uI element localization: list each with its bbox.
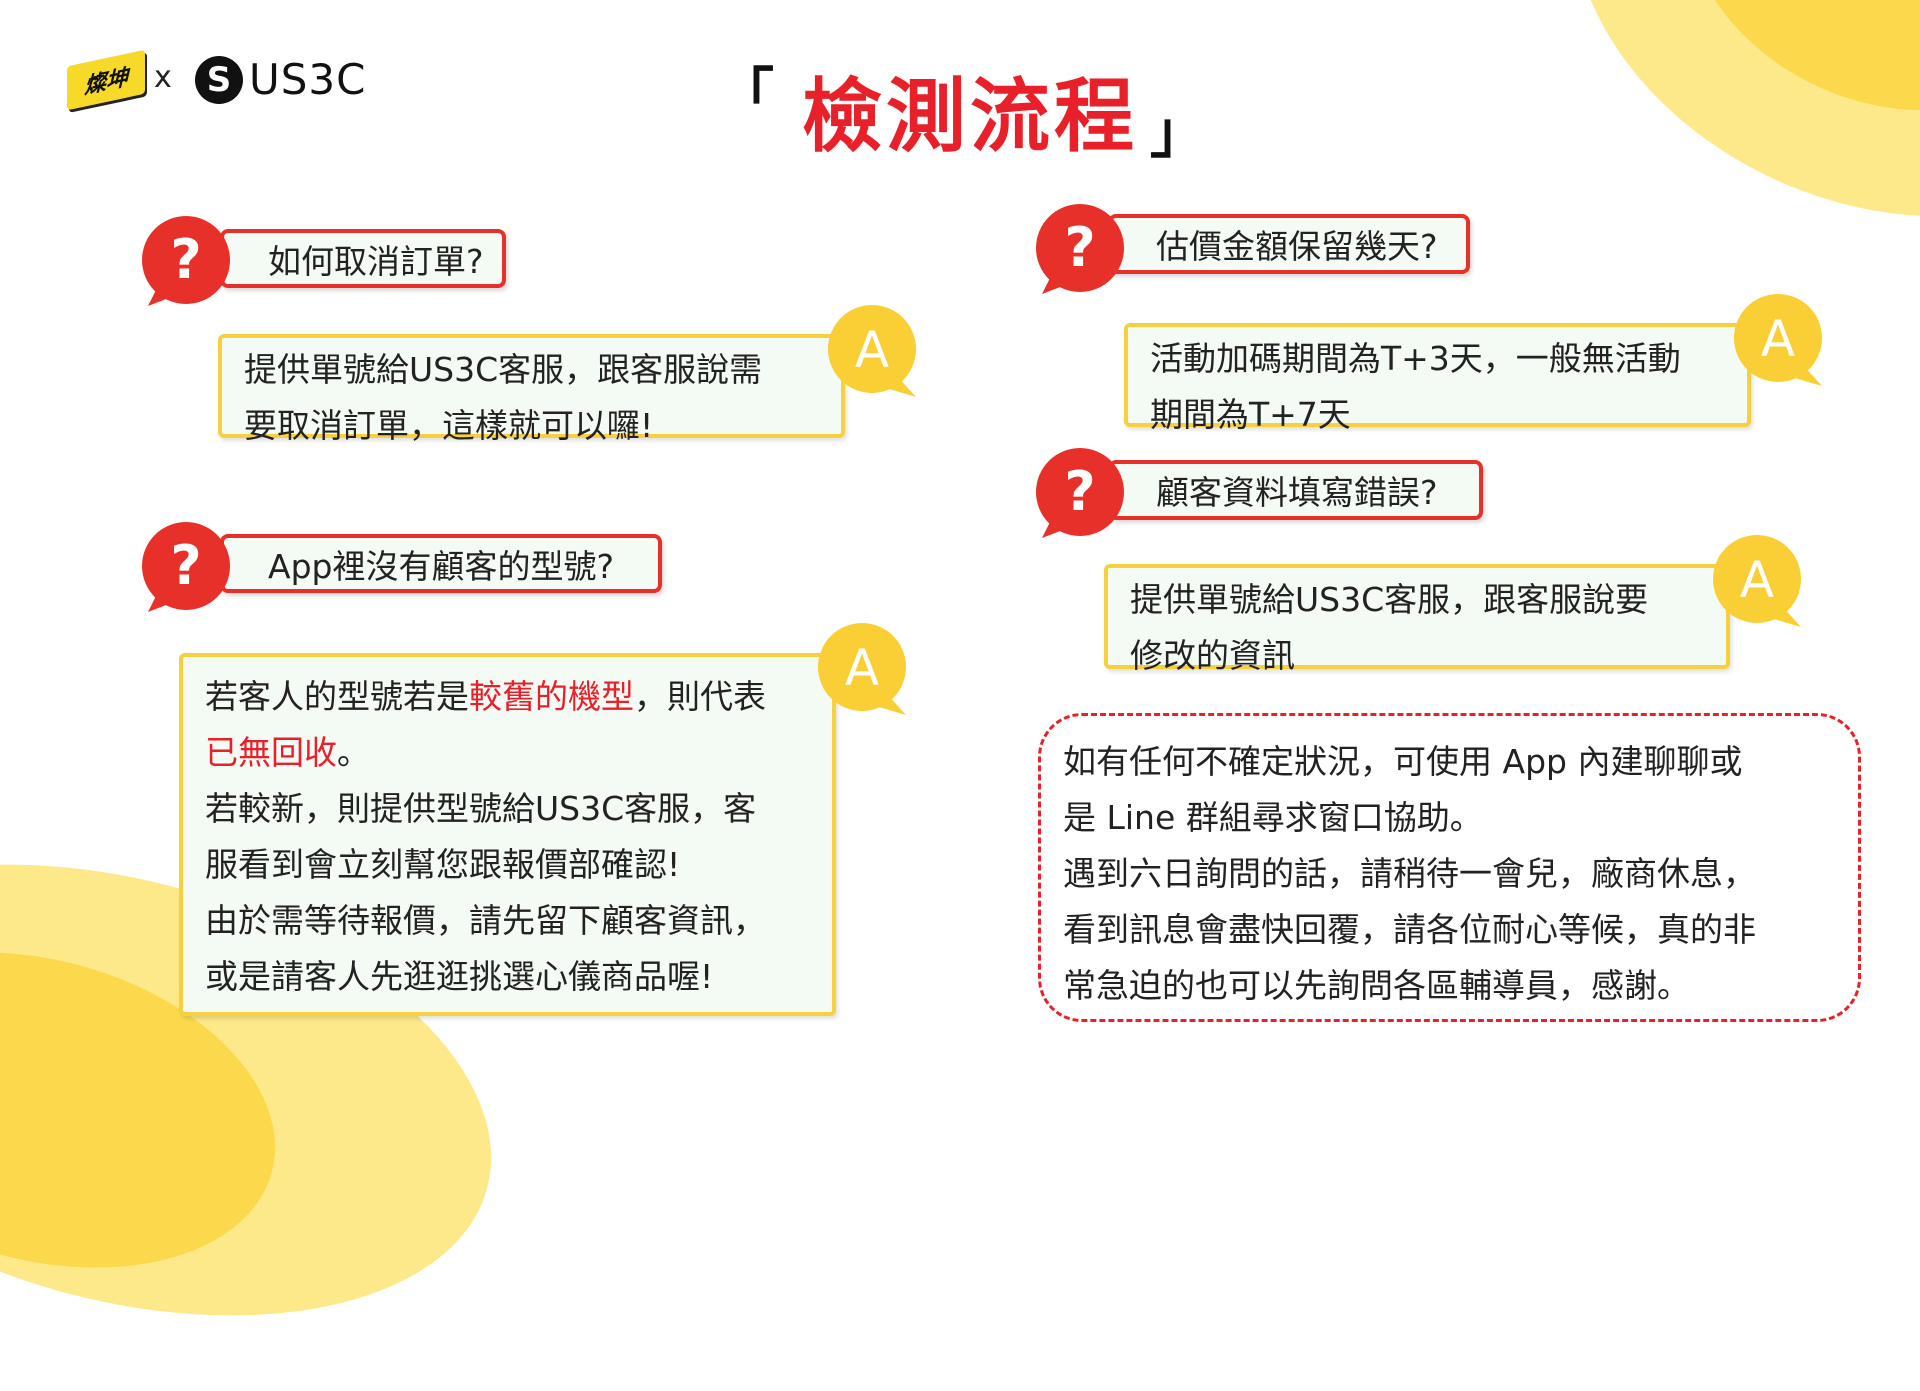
svg-text:?: ? <box>1064 460 1095 523</box>
svg-text:?: ? <box>1064 216 1095 279</box>
answer-bubble-icon: A <box>1734 294 1822 386</box>
page-title: 檢測流程 <box>802 70 1138 163</box>
answer-box-wrong-customer-info: 提供單號給US3C客服，跟客服說要修改的資訊 <box>1104 564 1730 675</box>
svg-text:A: A <box>1761 310 1795 368</box>
brand-name: US3C <box>249 55 367 104</box>
question-bubble-icon: ? <box>142 216 230 306</box>
logo-separator: x <box>154 60 172 95</box>
svg-text:A: A <box>855 321 889 379</box>
question-box-quote-validity: 估價金額保留幾天? <box>1108 214 1470 274</box>
question-text: 如何取消訂單? <box>268 241 484 281</box>
answer-box-missing-model: 若客人的型號若是較舊的機型，則代表 已無回收。 若較新，則提供型號給US3C客服… <box>179 653 836 1016</box>
bracket-close: 」 <box>1150 101 1206 166</box>
answer-box-cancel-order: 提供單號給US3C客服，跟客服說需要取消訂單，這樣就可以囉! <box>218 334 845 445</box>
brand-s-icon: S <box>195 55 243 104</box>
answer-box-quote-validity: 活動加碼期間為T+3天，一般無活動期間為T+7天 <box>1124 323 1751 434</box>
svg-text:?: ? <box>170 534 201 597</box>
question-box-cancel-order: 如何取消訂單? <box>220 229 506 288</box>
question-text: App裡沒有顧客的型號? <box>268 546 614 586</box>
question-text: 顧客資料填寫錯誤? <box>1156 473 1438 512</box>
question-bubble-icon: ? <box>142 522 230 612</box>
support-note: 如有任何不確定狀況，可使用 App 內建聊聊或是 Line 群組尋求窗口協助。遇… <box>1038 713 1861 1022</box>
question-bubble-icon: ? <box>1036 204 1124 294</box>
question-text: 估價金額保留幾天? <box>1156 227 1438 266</box>
question-box-missing-model: App裡沒有顧客的型號? <box>220 534 662 593</box>
question-box-wrong-customer-info: 顧客資料填寫錯誤? <box>1108 460 1483 520</box>
svg-text:?: ? <box>170 228 201 291</box>
brand-logo: S US3C <box>195 55 366 104</box>
svg-text:A: A <box>845 639 879 697</box>
answer-bubble-icon: A <box>828 305 916 397</box>
answer-bubble-icon: A <box>1713 535 1801 627</box>
answer-bubble-icon: A <box>818 623 906 715</box>
svg-text:A: A <box>1740 551 1774 609</box>
bracket-open: 「 <box>718 63 774 128</box>
question-bubble-icon: ? <box>1036 448 1124 538</box>
partner-logo: 燦坤 <box>67 49 145 111</box>
